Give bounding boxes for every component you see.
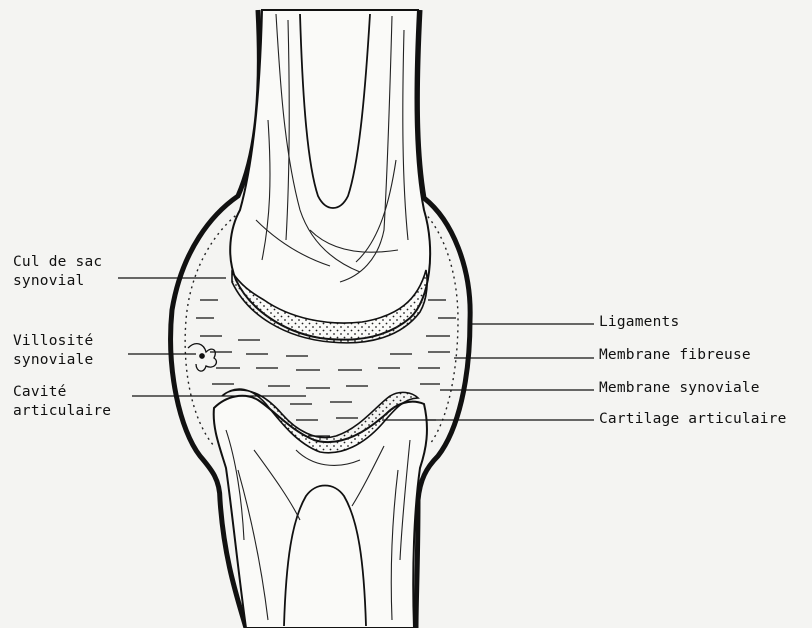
label-cul-de-sac-line2: synovial <box>13 272 102 291</box>
upper-bone <box>230 10 430 340</box>
label-villosite-line1: Villosité <box>13 332 93 351</box>
ligament-outline-right <box>416 10 470 628</box>
label-villosite-line2: synoviale <box>13 351 93 370</box>
label-villosite: Villosité synoviale <box>13 332 93 370</box>
label-membrane-fibreuse: Membrane fibreuse <box>599 346 751 365</box>
label-cavite: Cavité articulaire <box>13 383 111 421</box>
label-ligaments: Ligaments <box>599 313 679 332</box>
label-cul-de-sac: Cul de sac synovial <box>13 253 102 291</box>
lower-bone <box>214 396 427 628</box>
label-cavite-line1: Cavité <box>13 383 111 402</box>
label-cavite-line2: articulaire <box>13 402 111 421</box>
label-cul-de-sac-line1: Cul de sac <box>13 253 102 272</box>
label-membrane-synoviale: Membrane synoviale <box>599 379 760 398</box>
synovial-villus <box>188 344 216 371</box>
label-cartilage: Cartilage articulaire <box>599 410 787 429</box>
